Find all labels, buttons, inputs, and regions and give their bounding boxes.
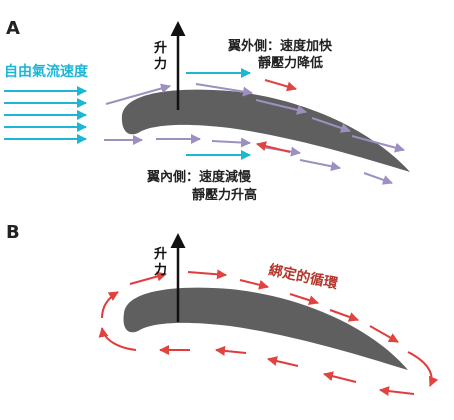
high-pressure-arrow <box>256 141 291 153</box>
panel-b-letter: B <box>6 222 20 243</box>
circulation-arrow <box>215 345 247 356</box>
circulation-arrow <box>187 269 227 280</box>
circulation-arrow <box>379 386 415 397</box>
airfoil-b <box>123 287 408 370</box>
freestream-arrows <box>4 86 87 144</box>
streamline-arrow <box>195 83 253 97</box>
upper-surface-line1: 翼外側：速度加快 <box>227 38 333 54</box>
panel-a: A 自由氣流速度 <box>4 18 410 203</box>
streamline-arrow <box>211 137 251 148</box>
circulation-arrow <box>329 309 359 322</box>
panel-a-letter: A <box>6 18 20 39</box>
streamline-arrow <box>363 172 393 185</box>
circulation-arrow <box>323 371 357 383</box>
lift-label-a-char2: 力 <box>154 56 167 72</box>
circulation-arrow <box>101 291 119 319</box>
low-pressure-arrow <box>264 79 297 92</box>
lower-surface-line2: 靜壓力升高 <box>192 187 257 203</box>
streamline-arrow <box>351 135 405 153</box>
circulation-arrow <box>129 271 167 285</box>
circulation-arrow <box>407 351 439 387</box>
circulation-arrow <box>267 356 299 367</box>
panel-b: B 升 力 綁定的循環 <box>6 222 439 397</box>
streamline-arrow <box>311 117 351 133</box>
lower-surface-line1: 翼內側：速度減慢 <box>146 169 252 185</box>
streamline-arrow <box>255 99 307 115</box>
streamline-arrow <box>299 159 341 172</box>
lift-label-b-char1: 升 <box>154 246 167 262</box>
circulation-arrows <box>98 269 439 397</box>
airfoil-a <box>121 89 410 172</box>
streamline-arrow <box>105 83 171 105</box>
upper-streamlines <box>105 83 405 153</box>
lift-label-a-char1: 升 <box>154 40 167 56</box>
freestream-label: 自由氣流速度 <box>4 63 89 80</box>
upper-surface-line2: 靜壓力降低 <box>258 55 323 71</box>
circulation-arrow <box>98 327 137 351</box>
lift-label-b-char2: 力 <box>154 262 167 278</box>
lower-streamlines <box>104 134 393 185</box>
circulation-label: 綁定的循環 <box>267 261 340 292</box>
circulation-arrow <box>239 279 269 290</box>
circulation-arrow <box>289 293 319 306</box>
circulation-arrow <box>369 325 399 343</box>
